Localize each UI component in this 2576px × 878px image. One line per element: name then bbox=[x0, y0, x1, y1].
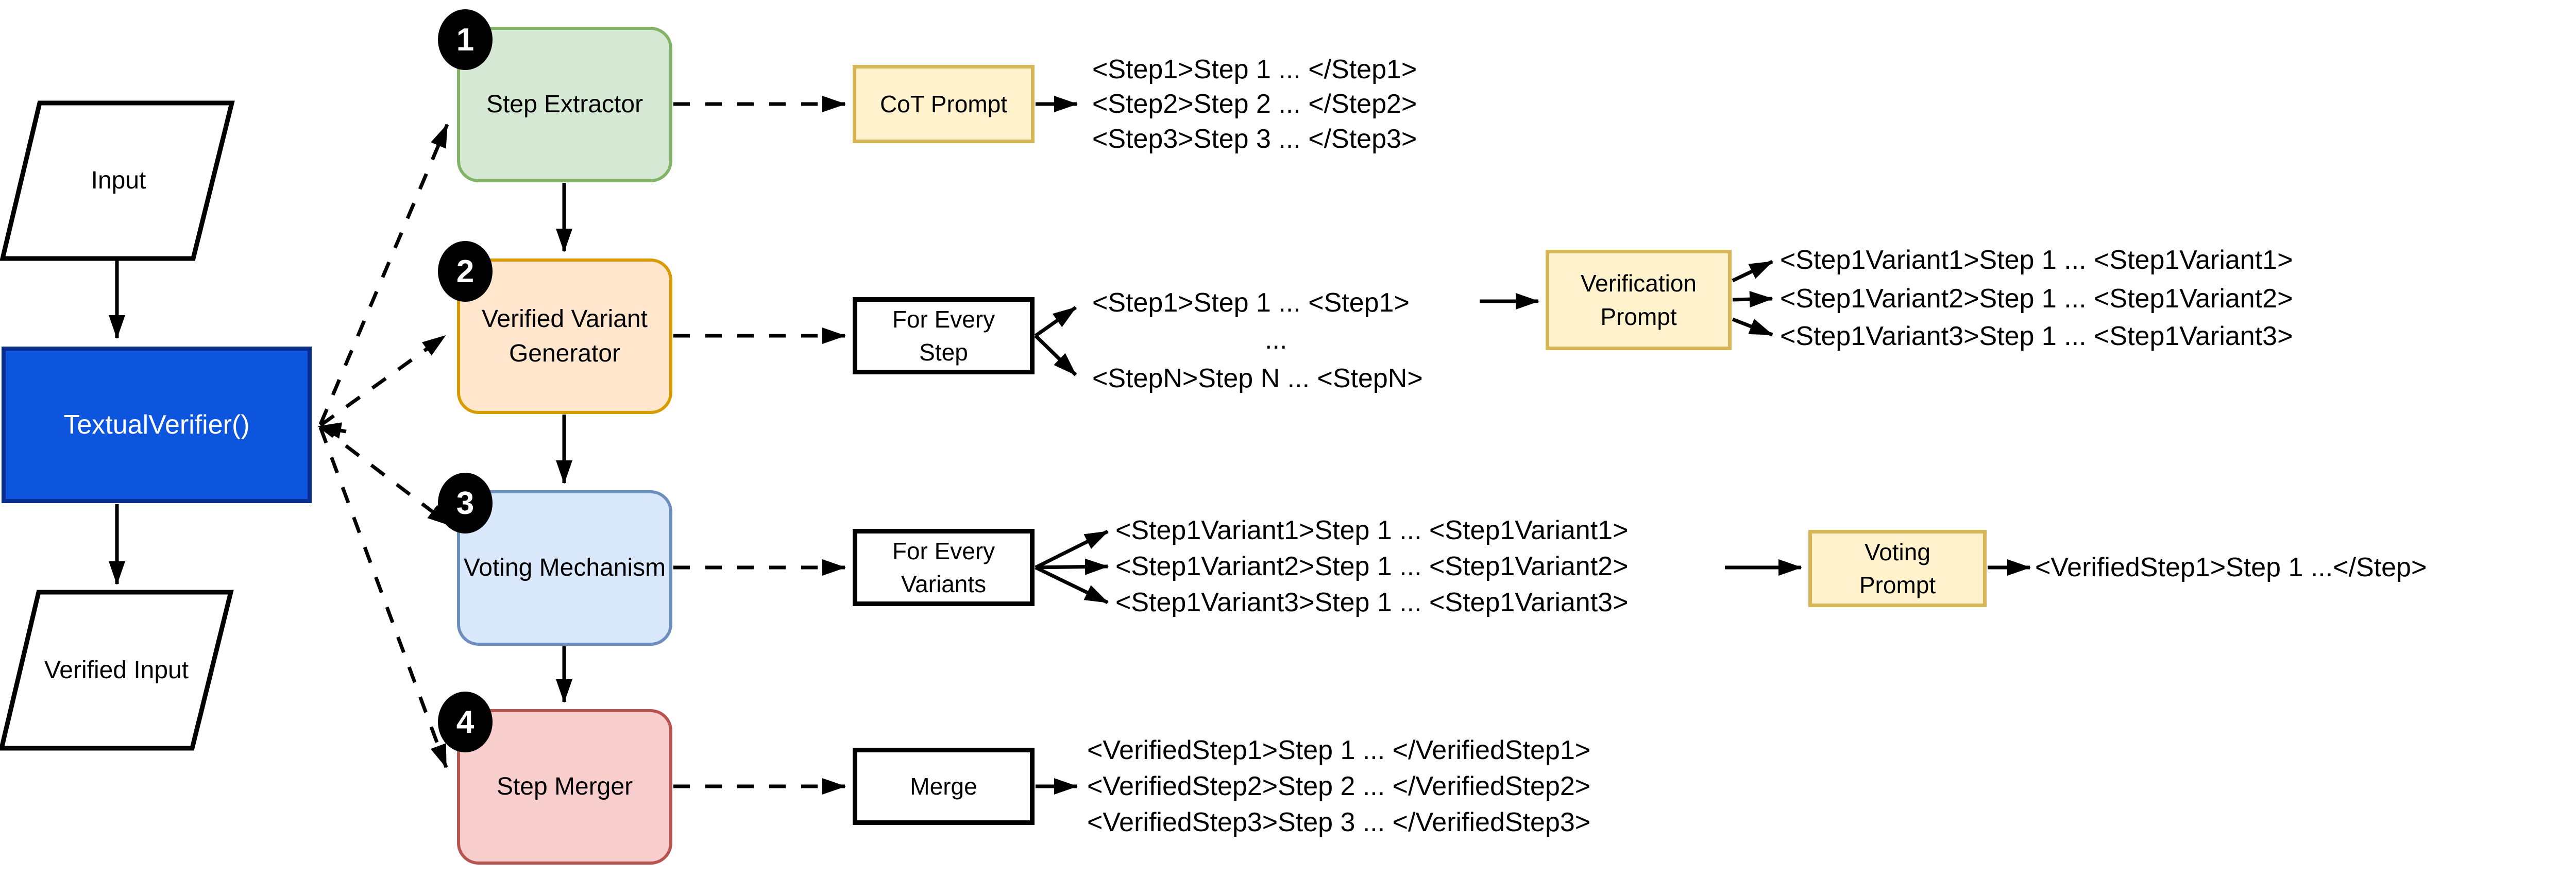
verified-input-parallelogram: Verified Input bbox=[13, 592, 219, 748]
connector-verifier-to-extractor bbox=[318, 124, 449, 425]
for-every-variants-node: For Every Variants bbox=[853, 529, 1035, 606]
connector-verifier-to-generator bbox=[319, 334, 447, 427]
cot-output-line: <Step2>Step 2 ... </Step2> bbox=[1092, 89, 1417, 119]
variant-generator-label-line1: Verified Variant bbox=[482, 305, 648, 333]
verified-input-parallelogram-shape bbox=[0, 590, 234, 751]
badge-1-number: 1 bbox=[456, 22, 474, 58]
connector-return-to-verifier bbox=[317, 422, 347, 439]
input-parallelogram: Input bbox=[15, 103, 222, 259]
input-label: Input bbox=[91, 167, 146, 195]
cot-prompt-label: CoT Prompt bbox=[879, 90, 1008, 117]
connector-verification-to-variant1 bbox=[1732, 260, 1773, 283]
textual-verifier-box: TextualVerifier() bbox=[2, 347, 312, 503]
verification-prompt-line2: Prompt bbox=[1600, 303, 1677, 330]
voting-input-line: <Step1Variant3>Step 1 ... <Step1Variant3… bbox=[1115, 588, 1629, 617]
voting-output-line: <VerifiedStep1>Step 1 ...</Step> bbox=[2035, 553, 2427, 582]
badge-3-number: 3 bbox=[456, 485, 474, 521]
verification-prompt-node: Verification Prompt bbox=[1546, 250, 1732, 350]
voting-input-line: <Step1Variant2>Step 1 ... <Step1Variant2… bbox=[1115, 552, 1629, 581]
merge-label: Merge bbox=[910, 772, 977, 800]
voting-prompt-line2: Prompt bbox=[1859, 572, 1936, 598]
voting-mechanism-label: Voting Mechanism bbox=[463, 554, 666, 582]
connector-fev-to-variant3 bbox=[1035, 565, 1109, 605]
step-list-first-line: <Step1>Step 1 ... <Step1> bbox=[1092, 288, 1410, 318]
variant-output-line: <Step1Variant1>Step 1 ... <Step1Variant1… bbox=[1780, 245, 2293, 275]
step-merger-label: Step Merger bbox=[496, 773, 633, 801]
voting-input-line: <Step1Variant1>Step 1 ... <Step1Variant1… bbox=[1115, 515, 1629, 545]
voting-prompt-line1: Voting bbox=[1865, 538, 1930, 565]
step-extractor-node: Step Extractor bbox=[457, 27, 672, 182]
badge-step-3: 3 bbox=[438, 473, 493, 533]
badge-4-number: 4 bbox=[456, 704, 474, 740]
badge-2-number: 2 bbox=[456, 253, 474, 289]
merge-node: Merge bbox=[853, 748, 1035, 825]
for-every-step-line2: Step bbox=[919, 339, 968, 366]
for-every-step-node: For Every Step bbox=[853, 297, 1035, 374]
step-merger-node: Step Merger bbox=[457, 709, 672, 865]
connector-fev-to-variant2 bbox=[1035, 558, 1109, 575]
badge-step-2: 2 bbox=[438, 241, 493, 302]
voting-prompt-node: Voting Prompt bbox=[1808, 530, 1987, 607]
dashed-connectors bbox=[317, 96, 846, 795]
for-every-variants-line2: Variants bbox=[901, 571, 987, 597]
connector-fes-to-step1 bbox=[1034, 306, 1077, 337]
connector-fev-to-variant1 bbox=[1035, 529, 1109, 570]
textual-verifier-label: TextualVerifier() bbox=[63, 409, 250, 440]
step-list-last-line: <StepN>Step N ... <StepN> bbox=[1092, 364, 1423, 393]
connector-verification-to-variant3 bbox=[1732, 317, 1773, 337]
badge-step-1: 1 bbox=[438, 9, 493, 70]
variant-output-line: <Step1Variant3>Step 1 ... <Step1Variant3… bbox=[1780, 321, 2293, 351]
input-parallelogram-shape bbox=[0, 100, 235, 261]
for-every-variants-line1: For Every bbox=[892, 537, 995, 564]
merge-output-line: <VerifiedStep2>Step 2 ... </VerifiedStep… bbox=[1087, 771, 1591, 801]
voting-mechanism-node: Voting Mechanism bbox=[457, 490, 672, 646]
cot-output-line: <Step3>Step 3 ... </Step3> bbox=[1092, 124, 1417, 154]
verified-input-label: Verified Input bbox=[44, 656, 189, 684]
badge-step-4: 4 bbox=[438, 692, 493, 752]
connector-fes-to-stepn bbox=[1034, 334, 1077, 376]
connector-verification-to-variant2 bbox=[1732, 291, 1773, 308]
verified-variant-generator-node: Verified Variant Generator bbox=[457, 259, 672, 414]
cot-output-line: <Step1>Step 1 ... </Step1> bbox=[1092, 55, 1417, 84]
connector-verifier-to-voting bbox=[319, 425, 452, 527]
verification-prompt-line1: Verification bbox=[1580, 270, 1697, 297]
cot-prompt-node: CoT Prompt bbox=[853, 65, 1035, 143]
step-list-ellipsis: ... bbox=[1265, 325, 1287, 355]
variant-output-line: <Step1Variant2>Step 1 ... <Step1Variant2… bbox=[1780, 284, 2293, 314]
for-every-step-line1: For Every bbox=[892, 305, 995, 333]
step-extractor-label: Step Extractor bbox=[486, 91, 643, 118]
merge-output-line: <VerifiedStep1>Step 1 ... </VerifiedStep… bbox=[1087, 735, 1591, 765]
variant-generator-label-line2: Generator bbox=[509, 340, 621, 367]
connector-verifier-to-merger bbox=[318, 426, 448, 768]
merge-output-line: <VerifiedStep3>Step 3 ... </VerifiedStep… bbox=[1087, 807, 1591, 837]
solid-connectors bbox=[109, 96, 2031, 795]
